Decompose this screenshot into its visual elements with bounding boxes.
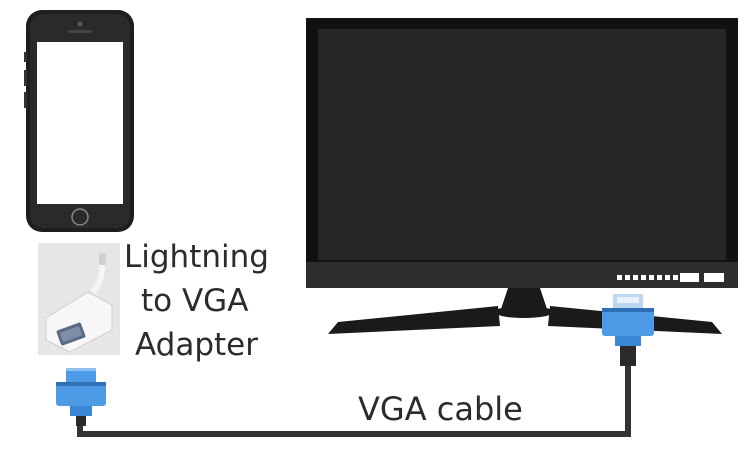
vga-connector-icon bbox=[56, 368, 106, 426]
adapter-label-line3: Adapter bbox=[135, 327, 258, 363]
vga-connector-icon bbox=[602, 294, 654, 366]
adapter-icon bbox=[38, 243, 120, 355]
vga-cable bbox=[77, 358, 631, 437]
monitor-icon bbox=[306, 18, 738, 334]
adapter-label-line2: to VGA bbox=[141, 283, 249, 319]
iphone-icon bbox=[24, 10, 134, 232]
adapter-label-line1: Lightning bbox=[124, 239, 269, 275]
cable-label: VGA cable bbox=[358, 390, 523, 428]
adapter-label: Lightning to VGA Adapter bbox=[124, 242, 269, 374]
